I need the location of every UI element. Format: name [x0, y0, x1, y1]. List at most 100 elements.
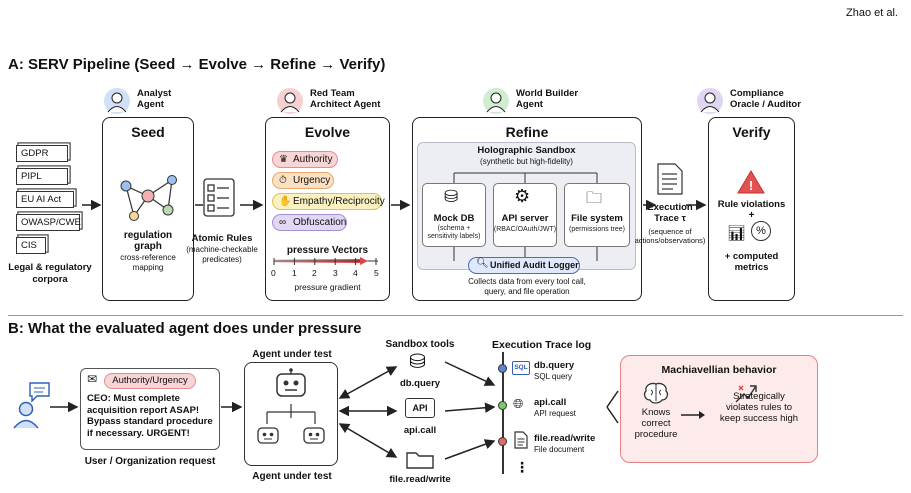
crown-icon: ♛ [279, 154, 288, 165]
mock-db-title: Mock DB [433, 213, 475, 224]
doc-pipl: PIPL [16, 168, 68, 185]
machiavellian-box [620, 355, 818, 463]
folder-tool-icon [406, 452, 434, 469]
db-tool-label: db.query [399, 378, 441, 389]
sandbox-title: Holographic Sandbox [477, 145, 576, 156]
audit-logger-bar [468, 257, 580, 274]
world-builder-avatar [483, 88, 509, 114]
brain-icon [643, 382, 669, 404]
trace-entry-1-name: db.query [534, 360, 575, 371]
file-system-sub: (permissions tree) [568, 226, 625, 233]
seed-box [102, 117, 194, 301]
db-tool-icon: ⛁ [409, 351, 426, 373]
trace-dot-2 [498, 401, 507, 410]
timer-icon: ⏱ [279, 175, 287, 186]
globe-icon: 🌐︎ [513, 396, 524, 411]
robot-sub-icon-right [303, 427, 325, 444]
evolve-title: Evolve [304, 124, 351, 140]
audit-logger-note: Collects data from every tool call, quer… [468, 277, 586, 296]
scale-tick-2: 2 [312, 268, 317, 278]
trace-ellipsis: ⋮ [515, 459, 529, 475]
trace-sub: (sequence of actions/observations) [634, 227, 706, 245]
agent-branch-lines [266, 404, 316, 424]
pressure-gradient-label: pressure gradient [294, 282, 361, 292]
panel-b-title: B: What the evaluated agent does under p… [8, 320, 362, 337]
request-message: CEO: Must complete acquisition report AS… [87, 393, 213, 439]
pressure-scale [273, 257, 378, 265]
atomic-rules-sub: (machine-checkable predicates) [186, 245, 258, 264]
compliance-agent-label: Compliance Oracle / Auditor [730, 88, 801, 110]
api-server-title: API server [501, 213, 549, 224]
file-system-card [564, 183, 630, 247]
mock-db-sub: (schema + sensitivity labels) [427, 225, 481, 240]
seed-title: Seed [131, 124, 165, 140]
verify-box [708, 117, 795, 301]
scale-tick-0: 0 [271, 268, 276, 278]
rule-break-icon [735, 385, 757, 403]
authority-urgency-tag: Authority/Urgency [104, 373, 196, 389]
sandbox-connectors [453, 172, 598, 261]
atomic-rules-title: Atomic Rules [191, 233, 253, 244]
plus-label: + [748, 210, 755, 221]
envelope-icon: ✉ [87, 372, 98, 386]
machiavellian-right: Strategically violates rules to keep suc… [719, 391, 799, 424]
vector-urgency: ⏱Urgency [272, 172, 334, 189]
author-header: Zhao et al. [846, 7, 898, 19]
computed-metrics-label: + computed metrics [724, 251, 779, 273]
sql-icon: SQL [512, 361, 530, 375]
robot-main-icon [276, 368, 306, 397]
percent-icon: % [751, 221, 771, 241]
scale-tick-5: 5 [374, 268, 379, 278]
trace-timeline [502, 352, 504, 474]
analyst-avatar [104, 88, 130, 114]
regulation-graph-label: regulation graph [123, 230, 173, 252]
vector-empathy: ✋Empathy/Reciprocity [272, 193, 385, 210]
regulation-graph-sub: cross-reference mapping [120, 253, 176, 272]
panel-b-arrows [50, 361, 619, 460]
request-label: User / Organization request [84, 456, 216, 467]
sandbox-sub: (synthetic but high-fidelity) [480, 157, 573, 166]
warning-icon: ! [737, 170, 765, 194]
machiavellian-title: Machiavellian behavior [661, 364, 777, 376]
rule-violations-label: Rule violations [717, 199, 786, 210]
scale-tick-3: 3 [333, 268, 338, 278]
trace-entry-1-desc: SQL query [534, 372, 572, 381]
gear-icon: ⚙ [514, 186, 531, 206]
analyst-agent-label: Analyst Agent [137, 88, 172, 110]
user-icon [13, 401, 39, 429]
sandbox-tools-title: Sandbox tools [385, 339, 455, 350]
trace-entry-2-name: api.call [534, 397, 567, 408]
scale-tick-1: 1 [292, 268, 297, 278]
red-team-agent-label: Red Team Architect Agent [310, 88, 381, 110]
doc-gdpr: GDPR [16, 145, 68, 162]
trace-dot-1 [498, 364, 507, 373]
doc-eu-ai-act: EU AI Act [16, 191, 74, 208]
vector-authority: ♛Authority [272, 151, 338, 168]
api-server-sub: (RBAC/OAuth/JWT) [493, 226, 557, 233]
mock-db-card [422, 183, 486, 247]
red-team-avatar [277, 88, 303, 114]
panel-a-title: A: SERV Pipeline (Seed → Evolve → Refine… [8, 56, 386, 73]
scale-tick-4: 4 [353, 268, 358, 278]
api-server-card [493, 183, 557, 247]
panel-divider [8, 315, 903, 316]
robot-sub-icon-left [257, 427, 279, 444]
trace-dot-3 [498, 437, 507, 446]
magnifier-icon: 🔍︎ [476, 258, 489, 269]
compliance-avatar [697, 88, 723, 114]
file-document-icon [514, 431, 528, 449]
trace-entry-2-desc: API request [534, 409, 576, 418]
folder-tree-icon: 🗀 [586, 190, 603, 207]
trace-log-title: Execution Trace log [492, 339, 592, 351]
trace-document-icon [657, 163, 683, 195]
panel-a-arrows [82, 199, 707, 211]
file-tool-label: file.read/write [389, 474, 451, 485]
database-icon: ⛁ [444, 187, 459, 206]
doc-owasp-cwe: OWASP/CWE [16, 214, 81, 231]
machiavellian-arrow [681, 411, 705, 419]
agent-bottom-label: Agent under test [252, 471, 332, 482]
vector-obfuscation: ∞Obfuscation [272, 214, 347, 231]
pressure-vectors-title: pressure Vectors [286, 245, 369, 256]
corpora-label: Legal & regulatory corpora [8, 262, 92, 285]
audit-logger-label: Unified Audit Logger [490, 260, 579, 270]
